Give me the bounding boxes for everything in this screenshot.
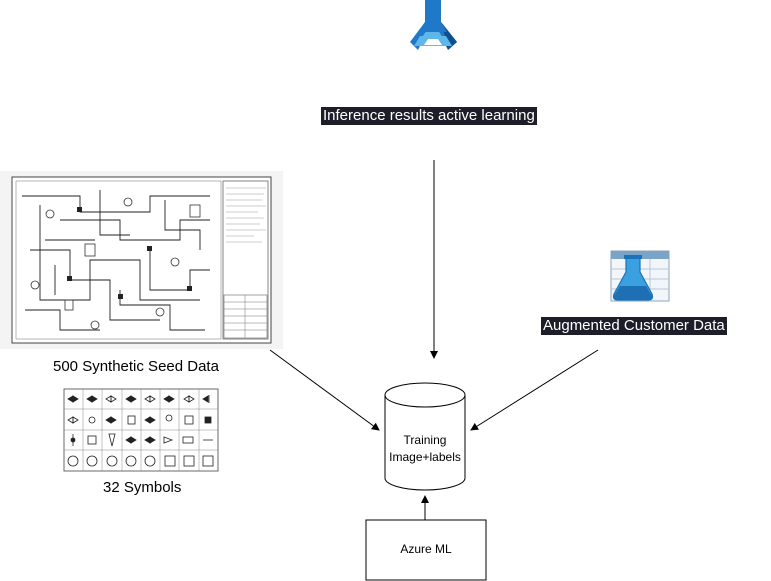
flask-table-icon bbox=[610, 250, 670, 302]
edge-seed-to-training bbox=[269, 349, 380, 431]
azure-ml-icon bbox=[410, 0, 457, 50]
training-label: Training Image+labels bbox=[385, 432, 465, 466]
edges bbox=[269, 160, 599, 520]
inference-label: Inference results active learning bbox=[321, 107, 537, 125]
azure-ml-box bbox=[365, 519, 487, 581]
seed-data-caption: 500 Synthetic Seed Data bbox=[53, 358, 219, 375]
symbols-caption: 32 Symbols bbox=[103, 479, 182, 496]
training-cylinder bbox=[384, 382, 466, 491]
training-line1: Training bbox=[403, 433, 447, 447]
augmented-data-label: Augmented Customer Data bbox=[541, 317, 727, 335]
azure-ml-label: Azure ML bbox=[400, 542, 452, 556]
training-line2: Image+labels bbox=[389, 450, 461, 464]
edge-augmented-to-training bbox=[470, 349, 599, 431]
pid-drawing-thumbnail bbox=[0, 171, 283, 349]
symbol-grid-thumbnail bbox=[63, 388, 219, 472]
